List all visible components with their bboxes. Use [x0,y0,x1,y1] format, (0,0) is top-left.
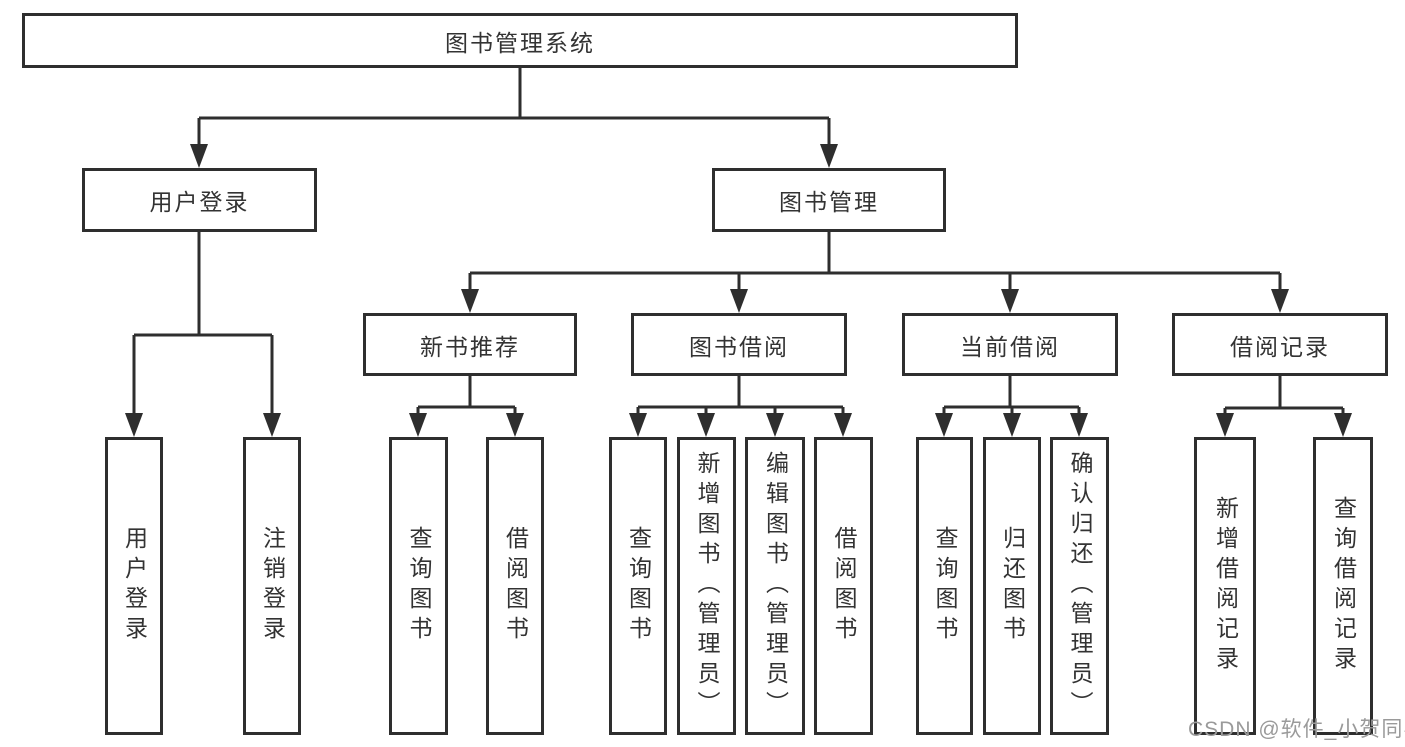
node-borrow-records: 借阅记录 [1172,313,1388,376]
node-leaf-borrow-book-recommend-label: 借阅图书 [502,526,529,646]
node-leaf-add-borrow-record-label: 新增借阅记录 [1212,496,1239,676]
node-leaf-borrow-book: 借阅图书 [814,437,873,735]
node-root: 图书管理系统 [22,13,1018,68]
node-leaf-query-book-recommend: 查询图书 [389,437,448,735]
node-book-management: 图书管理 [712,168,946,232]
node-current-borrow: 当前借阅 [902,313,1118,376]
node-leaf-confirm-return-admin-label: 确认归还（管理员） [1067,451,1093,721]
node-leaf-query-borrow-record: 查询借阅记录 [1313,437,1373,735]
node-leaf-user-login: 用户登录 [105,437,163,735]
node-leaf-confirm-return-admin: 确认归还（管理员） [1050,437,1109,735]
node-leaf-edit-book-admin: 编辑图书（管理员） [745,437,805,735]
node-book-borrow-label: 图书借阅 [689,333,789,360]
node-book-borrow: 图书借阅 [631,313,847,376]
node-leaf-query-book-current: 查询图书 [916,437,973,735]
node-leaf-edit-book-admin-label: 编辑图书（管理员） [762,451,789,721]
node-book-management-label: 图书管理 [779,189,879,215]
node-leaf-return-book: 归还图书 [983,437,1041,735]
node-leaf-logout: 注销登录 [243,437,301,735]
node-leaf-borrow-book-recommend: 借阅图书 [486,437,544,735]
node-leaf-logout-label: 注销登录 [259,526,286,646]
node-leaf-add-borrow-record: 新增借阅记录 [1194,437,1256,735]
node-new-book-recommend: 新书推荐 [363,313,577,376]
node-user-login-label: 用户登录 [149,189,250,215]
node-leaf-add-book-admin-label: 新增图书（管理员） [694,451,720,721]
node-leaf-user-login-label: 用户登录 [121,526,148,646]
node-leaf-query-book-borrow: 查询图书 [609,437,667,735]
watermark-text: CSDN @软件_小贺同学 [1188,718,1405,741]
node-user-login: 用户登录 [82,168,317,232]
node-leaf-query-book-current-label: 查询图书 [932,526,958,646]
node-leaf-query-book-borrow-label: 查询图书 [625,526,652,646]
node-leaf-query-book-recommend-label: 查询图书 [406,526,432,646]
node-leaf-return-book-label: 归还图书 [999,526,1026,646]
node-new-book-recommend-label: 新书推荐 [420,333,520,360]
node-leaf-borrow-book-label: 借阅图书 [831,526,857,646]
node-leaf-add-book-admin: 新增图书（管理员） [677,437,736,735]
node-root-label: 图书管理系统 [445,29,595,56]
node-borrow-records-label: 借阅记录 [1230,333,1330,360]
node-current-borrow-label: 当前借阅 [960,333,1060,360]
node-leaf-query-borrow-record-label: 查询借阅记录 [1330,496,1357,676]
